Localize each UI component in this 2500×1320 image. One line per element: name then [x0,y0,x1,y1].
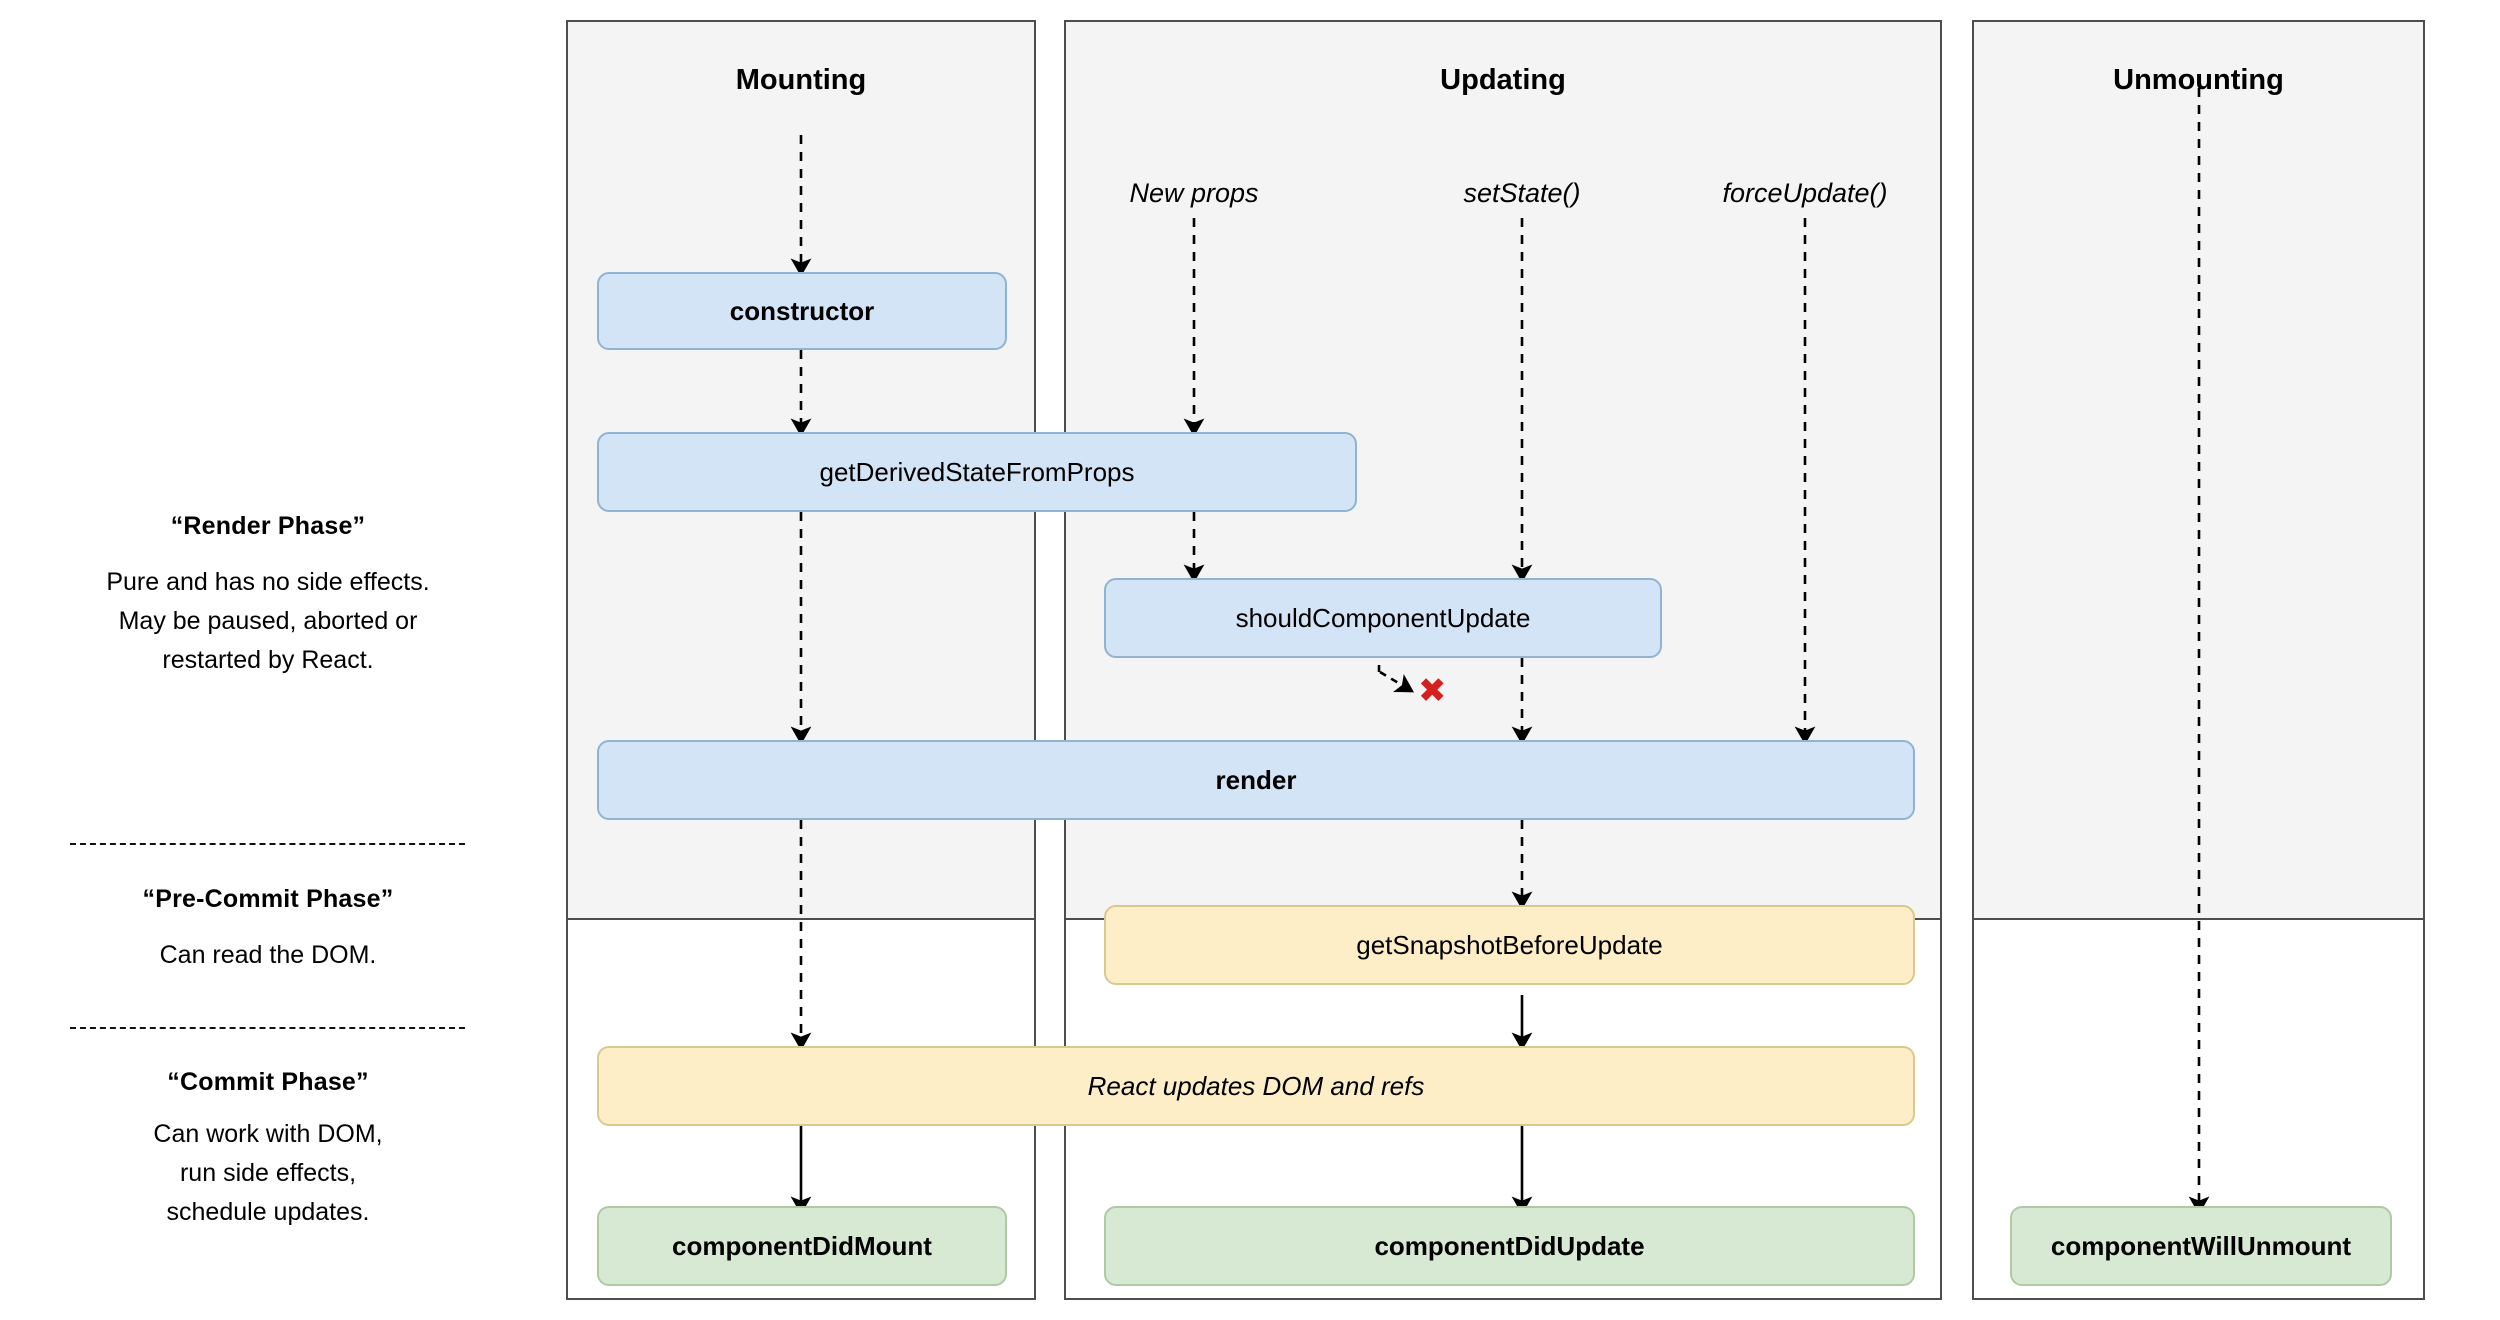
node-get-snapshot-before-update-label: getSnapshotBeforeUpdate [1356,929,1663,960]
legend-pre-commit-phase-body: Can read the DOM. [159,941,377,969]
node-get-snapshot-before-update[interactable]: getSnapshotBeforeUpdate [1104,905,1915,985]
node-get-derived-state-from-props[interactable]: getDerivedStateFromProps [597,432,1357,512]
column-title-mounting: Mounting [735,64,867,96]
node-component-did-update-label: componentDidUpdate [1374,1230,1645,1261]
legend-commit-phase: “Commit Phase” Can work with DOM, run si… [28,1068,508,1232]
node-render-label: render [1215,764,1297,795]
divider-precommit-commit [70,1027,465,1029]
legend-commit-phase-body: Can work with DOM, run side effects, sch… [153,1120,383,1226]
legend-pre-commit-phase-title: “Pre-Commit Phase” [142,885,394,913]
legend-render-phase-title: “Render Phase” [170,512,366,540]
divider-render-precommit [70,843,465,845]
column-title-updating: Updating [1440,64,1566,96]
node-component-did-mount[interactable]: componentDidMount [597,1206,1007,1286]
legend-render-phase: “Render Phase” Pure and has no side effe… [28,512,508,680]
node-get-derived-state-from-props-label: getDerivedStateFromProps [819,456,1135,487]
node-constructor-label: constructor [729,295,875,326]
skip-update-x-icon: ✖ [1418,672,1447,710]
node-component-did-mount-label: componentDidMount [672,1230,932,1261]
trigger-label-set-state: setState() [1463,178,1581,208]
legend-commit-phase-title: “Commit Phase” [167,1068,369,1096]
node-should-component-update[interactable]: shouldComponentUpdate [1104,578,1662,658]
node-should-component-update-label: shouldComponentUpdate [1235,602,1531,633]
node-component-did-update[interactable]: componentDidUpdate [1104,1206,1915,1286]
legend-pre-commit-phase: “Pre-Commit Phase” Can read the DOM. [28,885,508,975]
trigger-label-force-update: forceUpdate() [1722,178,1888,208]
trigger-label-new-props: New props [1129,178,1259,208]
node-render[interactable]: render [597,740,1915,820]
legend-render-phase-body: Pure and has no side effects. May be pau… [106,568,430,674]
node-react-updates-dom-and-refs[interactable]: React updates DOM and refs [597,1046,1915,1126]
node-component-will-unmount[interactable]: componentWillUnmount [2010,1206,2392,1286]
node-react-updates-dom-and-refs-label: React updates DOM and refs [1087,1070,1425,1101]
node-component-will-unmount-label: componentWillUnmount [2050,1230,2352,1261]
node-constructor[interactable]: constructor [597,272,1007,350]
